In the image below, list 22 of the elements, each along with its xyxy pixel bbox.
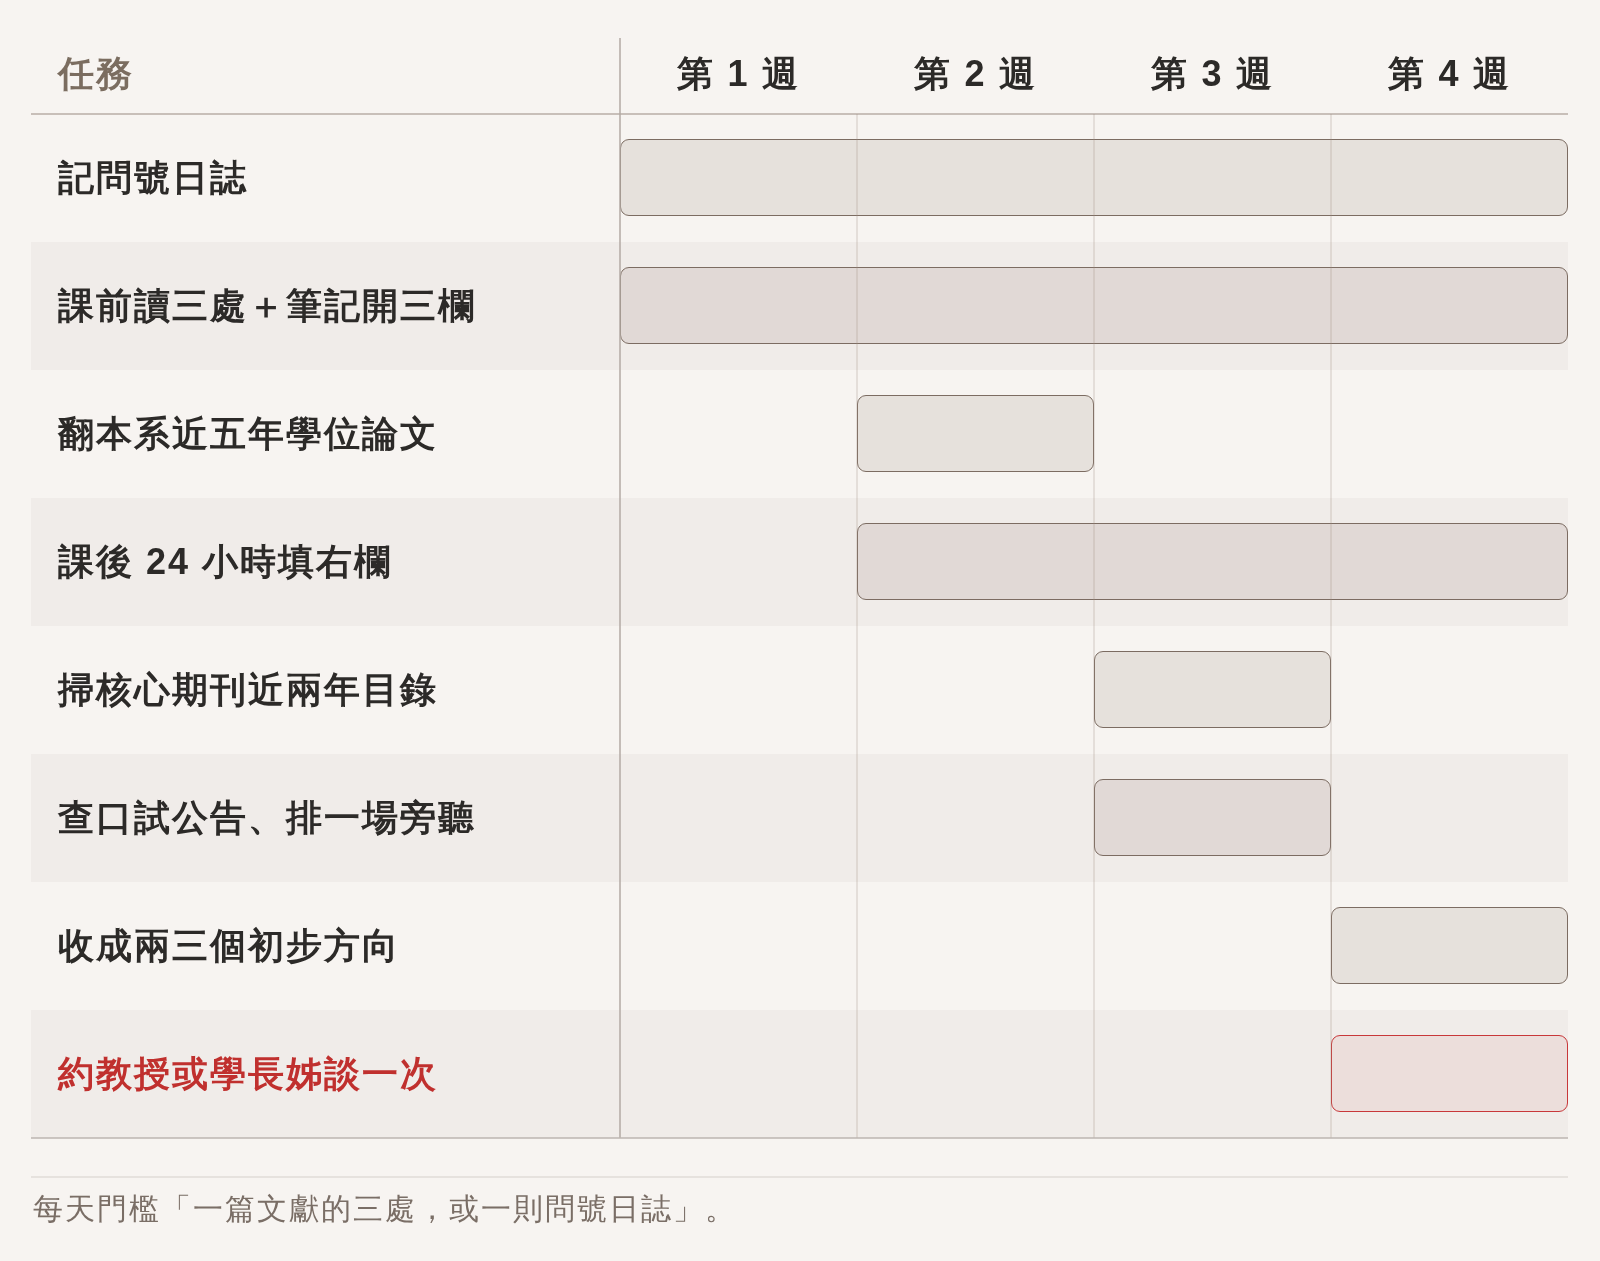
task-name: 課後 24 小時填右欄 [58,540,393,584]
gantt-bar [857,523,1568,600]
gantt-bar [857,395,1094,472]
gantt-bar [620,267,1568,344]
column-header: 第 3 週 [1150,52,1275,96]
task-name: 課前讀三處＋筆記開三欄 [58,284,476,328]
task-name: 收成兩三個初步方向 [58,924,400,968]
column-header: 第 4 週 [1387,52,1512,96]
task-name: 約教授或學長姊談一次 [58,1052,438,1096]
task-name: 翻本系近五年學位論文 [58,412,438,456]
gantt-bar [1331,1035,1568,1112]
task-name: 查口試公告、排一場旁聽 [58,796,476,840]
column-header: 任務 [58,52,134,96]
gantt-bar [1331,907,1568,984]
caption: 每天門檻「一篇文獻的三處，或一則問號日誌」。 [33,1191,737,1227]
column-header: 第 1 週 [676,52,801,96]
task-name: 記問號日誌 [58,156,248,200]
gantt-bar [1094,779,1331,856]
column-header: 第 2 週 [913,52,1038,96]
gantt-bar [1094,651,1331,728]
gantt-bar [620,139,1568,216]
task-name: 掃核心期刊近兩年目錄 [58,668,438,712]
